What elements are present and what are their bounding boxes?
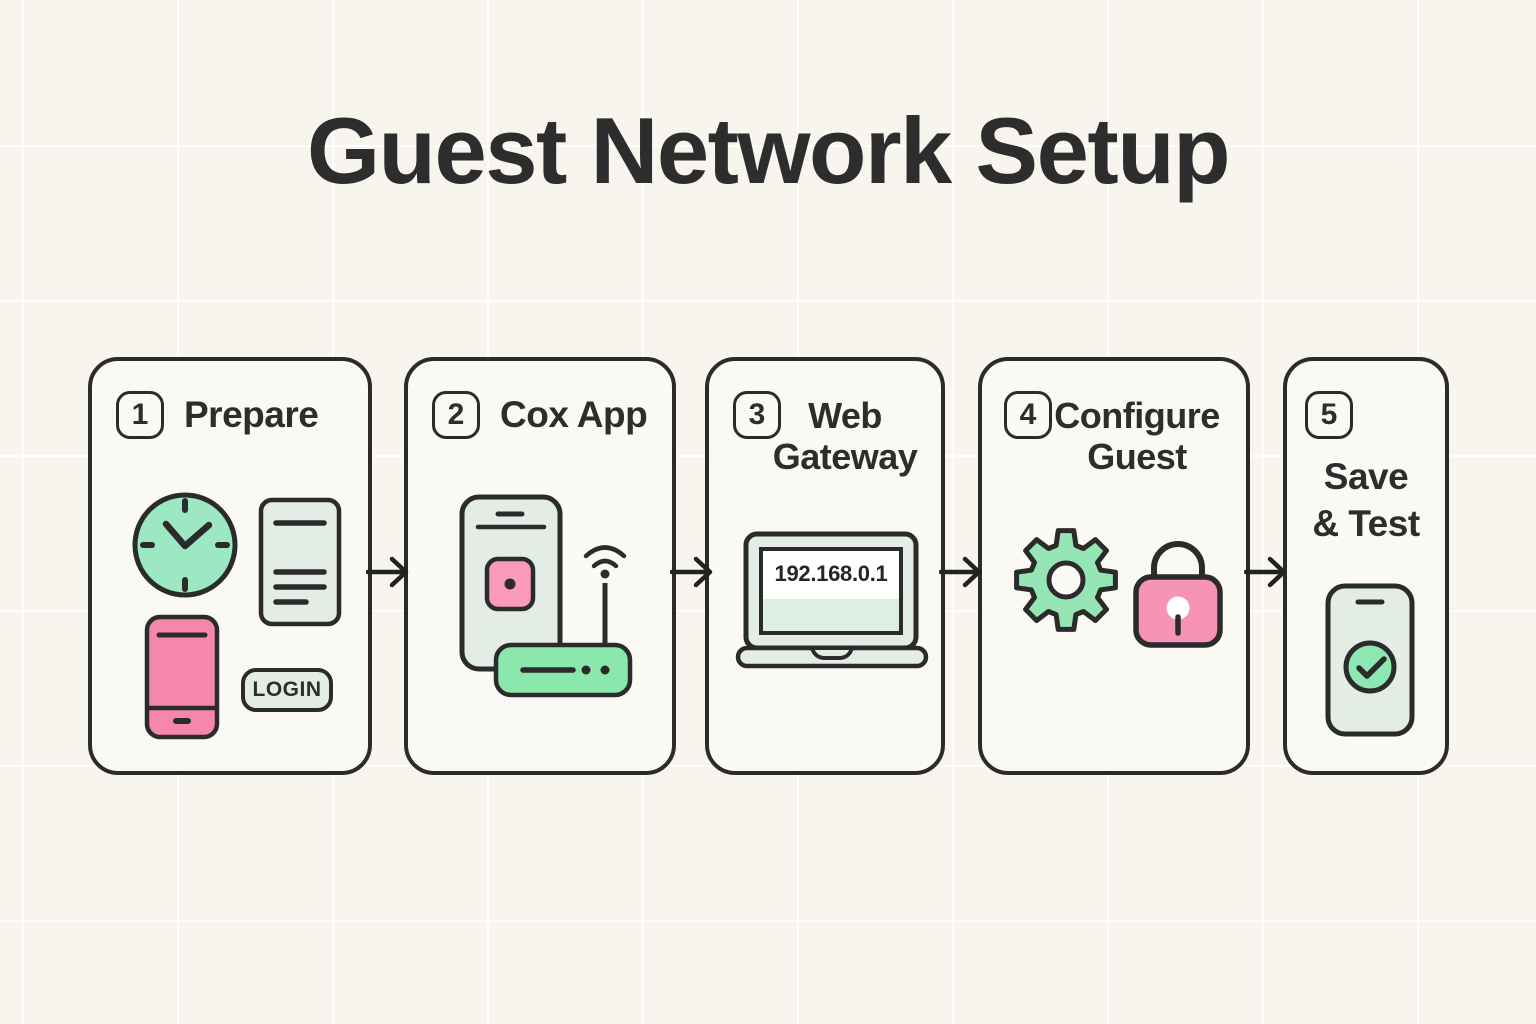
step-number-badge: 1 bbox=[116, 391, 164, 439]
step-card-save-test: 5 Save & Test bbox=[1283, 357, 1449, 775]
step-card-web-gateway: 3 Web Gateway 192.168.0.1 bbox=[705, 357, 945, 775]
step-number: 3 bbox=[748, 398, 766, 431]
step-header: 2 Cox App bbox=[432, 391, 648, 439]
step-number: 4 bbox=[1019, 398, 1037, 431]
gear-icon bbox=[1014, 528, 1118, 632]
laptop-icon: 192.168.0.1 bbox=[732, 530, 932, 672]
step-label: Cox App bbox=[500, 394, 648, 436]
step-number: 2 bbox=[447, 398, 465, 431]
phone-check-icon bbox=[1325, 583, 1415, 737]
step-header: 1 Prepare bbox=[116, 391, 319, 439]
step-label: Save & Test bbox=[1312, 456, 1420, 544]
check-circle bbox=[1343, 640, 1397, 694]
checklist-icon bbox=[258, 497, 342, 627]
step-card-configure-guest: 4 Configure Guest bbox=[978, 357, 1250, 775]
step-label: Web Gateway bbox=[772, 395, 918, 477]
lock-icon bbox=[1133, 541, 1223, 648]
phone-icon bbox=[144, 614, 220, 740]
step-label: Prepare bbox=[184, 394, 319, 436]
step-header: 3 bbox=[733, 391, 781, 439]
arrow-icon bbox=[366, 556, 409, 588]
step-number-badge: 3 bbox=[733, 391, 781, 439]
wifi-icon bbox=[583, 545, 627, 650]
step-card-cox-app: 2 Cox App bbox=[404, 357, 676, 775]
clock-icon bbox=[132, 492, 238, 598]
step-header: 4 bbox=[1004, 391, 1052, 439]
step-number: 5 bbox=[1320, 398, 1338, 431]
gateway-address: 192.168.0.1 bbox=[774, 561, 888, 586]
step-number-badge: 2 bbox=[432, 391, 480, 439]
step-header: 5 bbox=[1305, 391, 1353, 439]
step-number-badge: 4 bbox=[1004, 391, 1052, 439]
check-icon bbox=[1356, 656, 1387, 679]
step-card-prepare: 1 Prepare LOGIN bbox=[88, 357, 372, 775]
page-title: Guest Network Setup bbox=[306, 98, 1231, 203]
step-number-badge: 5 bbox=[1305, 391, 1353, 439]
arrow-icon bbox=[670, 556, 713, 588]
login-button: LOGIN bbox=[241, 668, 333, 712]
login-button-label: LOGIN bbox=[252, 678, 322, 701]
step-number: 1 bbox=[131, 398, 149, 431]
router-icon bbox=[493, 642, 633, 698]
arrow-icon bbox=[1244, 556, 1287, 588]
smartphone-app-icon bbox=[459, 494, 563, 672]
arrow-icon bbox=[939, 556, 982, 588]
step-label: Configure Guest bbox=[1054, 395, 1220, 477]
